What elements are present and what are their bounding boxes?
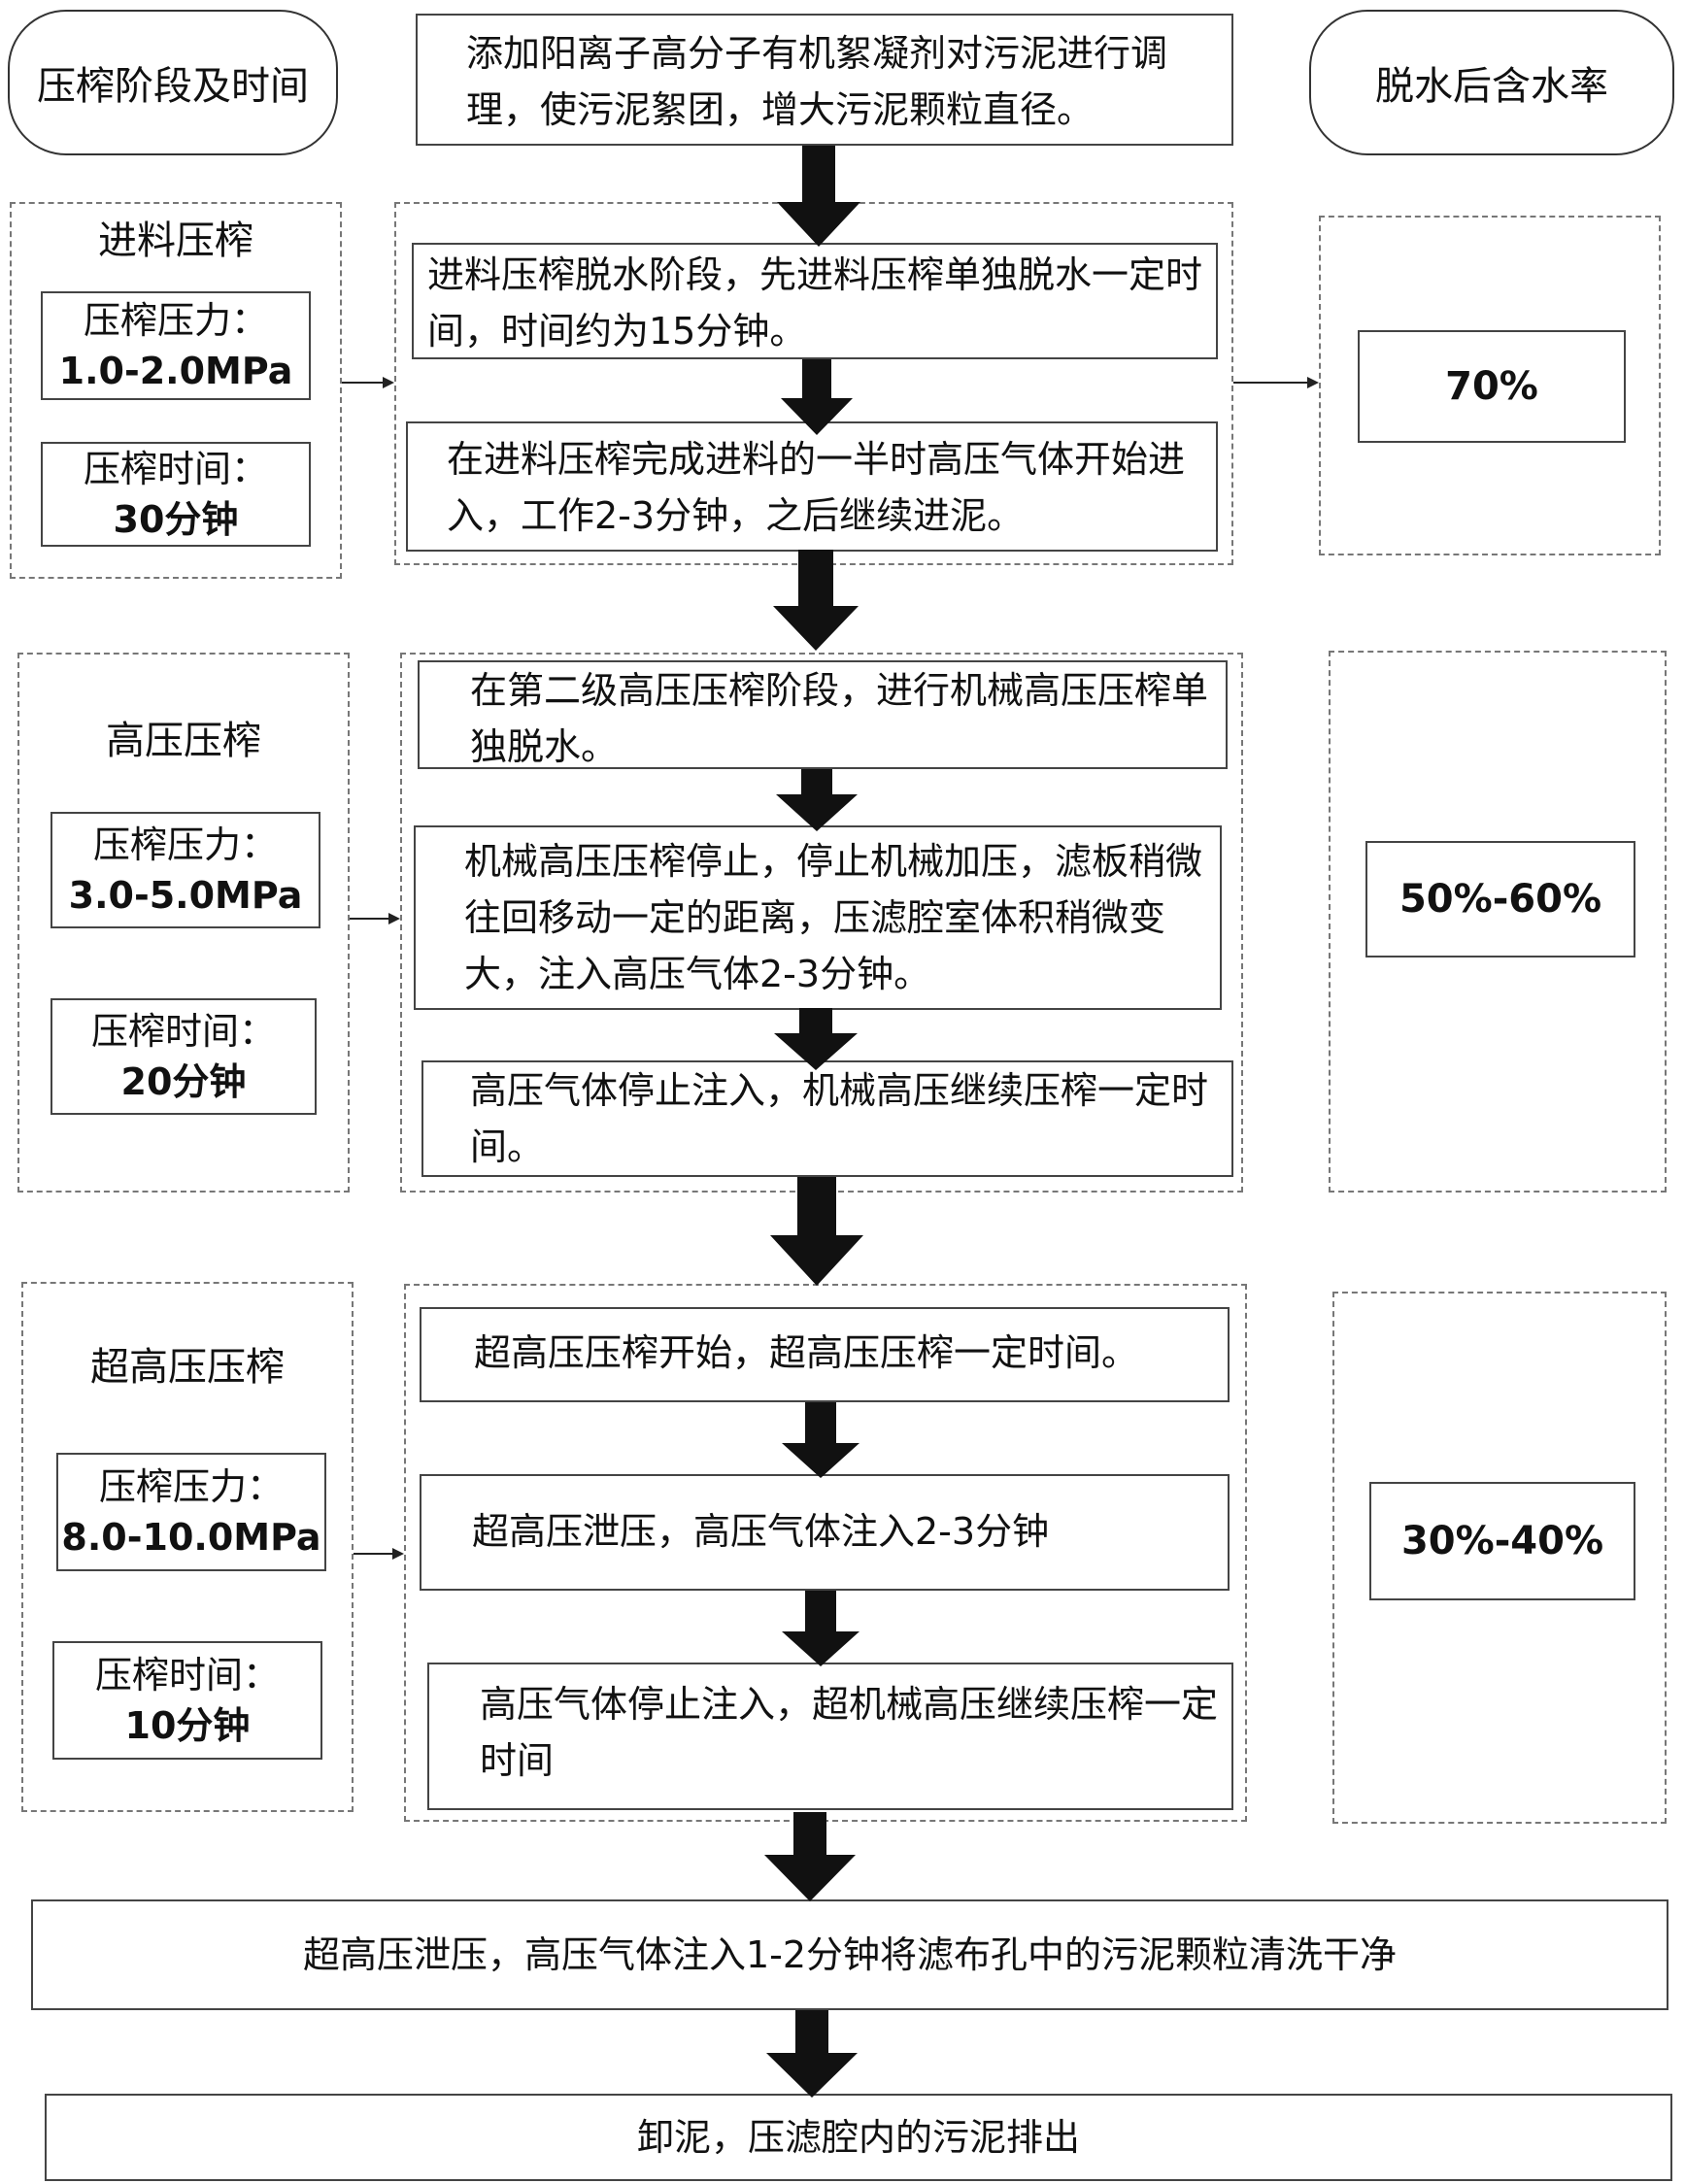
down-arrow-6 bbox=[770, 1177, 863, 1286]
stage1-name: 进料压榨 bbox=[98, 218, 253, 263]
final-step-2: 卸泥，压滤腔内的污泥排出 bbox=[45, 2094, 1672, 2181]
stage2-step-3-text: 高压气体停止注入，机械高压继续压榨一定时间。 bbox=[470, 1069, 1209, 1168]
stage3-step-3-text: 高压气体停止注入，超机械高压继续压榨一定时间 bbox=[480, 1683, 1219, 1782]
left-header-text: 压榨阶段及时间 bbox=[37, 64, 309, 109]
stage3-step-1-text: 超高压压榨开始，超高压压榨一定时间。 bbox=[474, 1331, 1139, 1374]
stage2-left-group bbox=[17, 653, 350, 1193]
stage3-step-2-text: 超高压泄压，高压气体注入2-3分钟 bbox=[472, 1510, 1050, 1553]
stage1-pressure-label: 压榨压力： bbox=[83, 299, 268, 342]
stage3-step-2: 超高压泄压，高压气体注入2-3分钟 bbox=[420, 1474, 1230, 1591]
stage2-time-value: 20分钟 bbox=[120, 1060, 247, 1103]
down-arrow-9 bbox=[764, 1812, 856, 1901]
stage3-time-label: 压榨时间： bbox=[94, 1654, 280, 1697]
intro-box: 添加阳离子高分子有机絮凝剂对污泥进行调理，使污泥絮团，增大污泥颗粒直径。 bbox=[416, 14, 1233, 146]
stage1-pressure-value: 1.0-2.0MPa bbox=[58, 350, 293, 392]
stage3-pressure-box: 压榨压力： 8.0-10.0MPa bbox=[56, 1453, 326, 1571]
stage3-time-value: 10分钟 bbox=[124, 1704, 251, 1747]
stage2-step-1-text: 在第二级高压压榨阶段，进行机械高压压榨单独脱水。 bbox=[470, 669, 1209, 768]
stage2-step-1: 在第二级高压压榨阶段，进行机械高压压榨单独脱水。 bbox=[418, 660, 1228, 769]
stage3-left-group bbox=[21, 1282, 354, 1812]
stage3-name: 超高压压榨 bbox=[90, 1345, 285, 1390]
stage2-moisture-box: 50%-60% bbox=[1365, 841, 1635, 958]
stage1-time-box: 压榨时间： 30分钟 bbox=[41, 442, 311, 547]
stage3-pressure-value: 8.0-10.0MPa bbox=[61, 1516, 321, 1559]
stage2-step-2: 机械高压压榨停止，停止机械加压，滤板稍微往回移动一定的距离，压滤腔室体积稍微变大… bbox=[414, 825, 1222, 1010]
stage2-pressure-value: 3.0-5.0MPa bbox=[68, 874, 303, 917]
stage1-step-2: 在进料压榨完成进料的一半时高压气体开始进入，工作2-3分钟，之后继续进泥。 bbox=[406, 421, 1218, 552]
stage1-step-2-text: 在进料压榨完成进料的一半时高压气体开始进入，工作2-3分钟，之后继续进泥。 bbox=[447, 438, 1186, 537]
final-step-1: 超高压泄压，高压气体注入1-2分钟将滤布孔中的污泥颗粒清洗干净 bbox=[31, 1899, 1668, 2010]
stage2-time-box: 压榨时间： 20分钟 bbox=[51, 998, 317, 1115]
stage1-time-value: 30分钟 bbox=[113, 498, 239, 541]
stage1-moisture-group bbox=[1319, 216, 1661, 555]
stage1-pressure-box: 压榨压力： 1.0-2.0MPa bbox=[41, 291, 311, 400]
stage1-moisture-value: 70% bbox=[1445, 364, 1538, 409]
stage1-step-1: 进料压榨脱水阶段，先进料压榨单独脱水一定时间，时间约为15分钟。 bbox=[412, 243, 1218, 359]
stage1-step-1-text: 进料压榨脱水阶段，先进料压榨单独脱水一定时间，时间约为15分钟。 bbox=[427, 253, 1203, 353]
stage2-time-label: 压榨时间： bbox=[90, 1010, 276, 1053]
stage3-moisture-box: 30%-40% bbox=[1369, 1482, 1635, 1600]
stage2-pressure-box: 压榨压力： 3.0-5.0MPa bbox=[51, 812, 320, 928]
left-header: 压榨阶段及时间 bbox=[8, 10, 338, 155]
stage2-step-3: 高压气体停止注入，机械高压继续压榨一定时间。 bbox=[421, 1060, 1233, 1177]
right-header: 脱水后含水率 bbox=[1309, 10, 1674, 155]
stage3-time-box: 压榨时间： 10分钟 bbox=[52, 1641, 322, 1760]
down-arrow-10 bbox=[766, 2010, 858, 2098]
stage3-pressure-label: 压榨压力： bbox=[98, 1465, 284, 1508]
stage3-moisture-group bbox=[1332, 1292, 1667, 1824]
stage2-name: 高压压榨 bbox=[106, 719, 261, 763]
right-header-text: 脱水后含水率 bbox=[1375, 64, 1608, 109]
stage3-moisture-value: 30%-40% bbox=[1400, 1519, 1604, 1563]
stage2-pressure-label: 压榨压力： bbox=[92, 823, 278, 866]
stage3-step-1: 超高压压榨开始，超高压压榨一定时间。 bbox=[420, 1307, 1230, 1402]
stage1-time-label: 压榨时间： bbox=[83, 448, 268, 490]
final-step-1-text: 超高压泄压，高压气体注入1-2分钟将滤布孔中的污泥颗粒清洗干净 bbox=[302, 1933, 1398, 1976]
stage1-moisture-box: 70% bbox=[1358, 330, 1626, 443]
stage1-left-group bbox=[10, 202, 342, 579]
final-step-2-text: 卸泥，压滤腔内的污泥排出 bbox=[636, 2116, 1080, 2159]
stage2-step-2-text: 机械高压压榨停止，停止机械加压，滤板稍微往回移动一定的距离，压滤腔室体积稍微变大… bbox=[464, 840, 1203, 995]
stage2-moisture-group bbox=[1329, 651, 1667, 1193]
stage2-moisture-value: 50%-60% bbox=[1399, 877, 1602, 922]
stage3-step-3: 高压气体停止注入，超机械高压继续压榨一定时间 bbox=[427, 1663, 1233, 1810]
intro-text: 添加阳离子高分子有机絮凝剂对污泥进行调理，使污泥絮团，增大污泥颗粒直径。 bbox=[466, 32, 1168, 131]
